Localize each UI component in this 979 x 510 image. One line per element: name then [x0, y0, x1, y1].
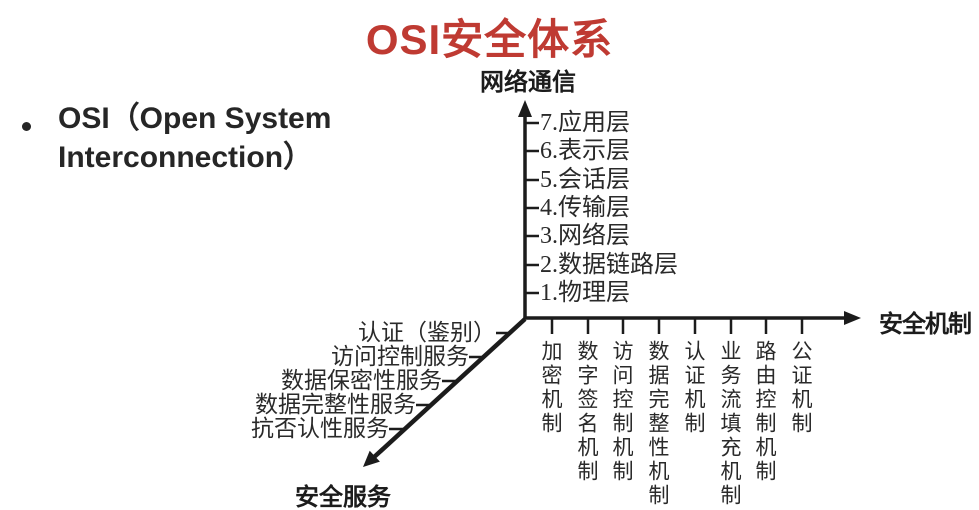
- mechanism-traffic-padding: 业务流填充机制: [718, 340, 742, 508]
- mechanism-encryption: 加密机制: [539, 340, 563, 436]
- service-axis-line: [370, 317, 527, 461]
- service-axis-label: 安全服务: [295, 485, 391, 510]
- service-axis-arrow-icon: [363, 450, 380, 467]
- service-authentication: 认证（鉴别）: [358, 320, 496, 345]
- osi-layer-1: 1.物理层: [540, 280, 630, 306]
- mechanism-routing-control: 路由控制机制: [753, 340, 777, 484]
- osi-layer-3: 3.网络层: [540, 223, 630, 249]
- mechanism-authentication: 认证机制: [682, 340, 706, 436]
- mechanism-axis-ticks: [550, 318, 804, 334]
- mechanism-notarization: 公证机制: [789, 340, 813, 436]
- network-axis-arrow-icon: [518, 100, 532, 117]
- service-data-confidentiality: 数据保密性服务: [281, 368, 442, 393]
- service-data-integrity: 数据完整性服务: [255, 392, 416, 417]
- mechanism-access-control: 访问控制机制: [610, 340, 634, 484]
- mechanism-axis-label: 安全机制: [879, 312, 972, 338]
- osi-definition-text: OSI（Open System Interconnection）: [58, 102, 332, 174]
- osi-layer-2: 2.数据链路层: [540, 252, 678, 278]
- network-axis-ticks: [525, 121, 539, 295]
- mechanism-data-integrity: 数据完整性机制: [646, 340, 670, 508]
- osi-layer-6: 6.表示层: [540, 138, 630, 164]
- mechanism-digital-signature: 数字签名机制: [575, 340, 599, 484]
- service-non-repudiation: 抗否认性服务: [251, 416, 389, 441]
- bullet-icon: [22, 122, 31, 131]
- network-axis-label: 网络通信: [480, 70, 576, 96]
- osi-layer-4: 4.传输层: [540, 195, 630, 221]
- service-access-control: 访问控制服务: [331, 344, 469, 369]
- mechanism-axis-arrow-icon: [844, 311, 861, 325]
- page-title: OSI安全体系: [365, 16, 614, 63]
- osi-layer-5: 5.会话层: [540, 167, 630, 193]
- service-axis-ticks: [389, 331, 510, 431]
- osi-layer-7: 7.应用层: [540, 110, 630, 136]
